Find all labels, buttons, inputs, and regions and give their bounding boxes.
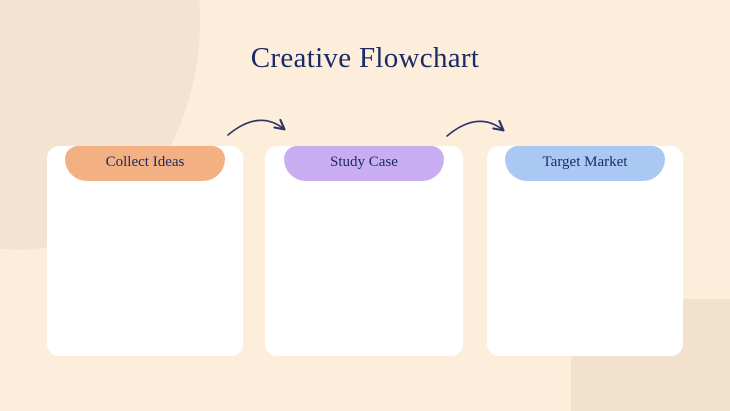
card-header-pill: Study Case [284,146,444,181]
card-header-label: Study Case [330,154,398,170]
page-title: Creative Flowchart [250,42,480,74]
card-header-pill: Target Market [505,146,665,181]
flowchart-card-study-case: Study Case [265,146,463,356]
flowchart-card-collect-ideas: Collect Ideas [47,146,243,356]
curved-arrow-icon [227,118,286,136]
card-header-pill: Collect Ideas [65,146,225,181]
card-header-label: Target Market [542,154,628,170]
flowchart-card-target-market: Target Market [487,146,683,356]
card-header-label: Collect Ideas [105,154,185,170]
curved-arrow-icon [446,119,505,137]
